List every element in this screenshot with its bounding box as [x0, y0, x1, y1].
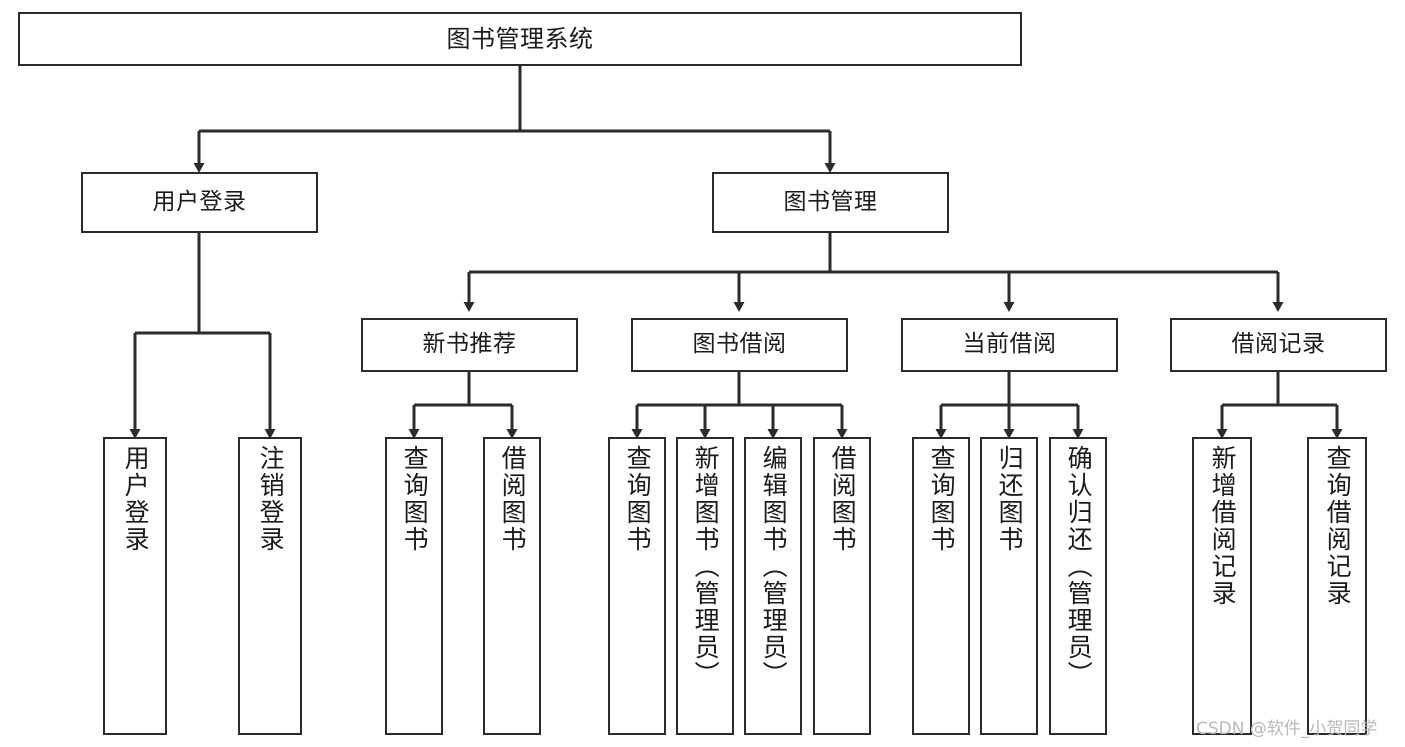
node-leaf-edit-book[interactable]: 编辑图书（管理员）	[744, 437, 802, 735]
node-borrow-record[interactable]: 借阅记录	[1170, 318, 1387, 372]
node-book-borrow[interactable]: 图书借阅	[631, 318, 848, 372]
node-leaf-query-book-2[interactable]: 查询图书	[608, 437, 666, 735]
node-leaf-user-login-label: 用户登录	[121, 445, 151, 553]
node-leaf-query-book-3[interactable]: 查询图书	[912, 437, 970, 735]
node-book-manage[interactable]: 图书管理	[712, 172, 949, 233]
node-leaf-add-record-label: 新增借阅记录	[1208, 445, 1238, 607]
node-leaf-add-book[interactable]: 新增图书（管理员）	[676, 437, 734, 735]
node-leaf-query-record[interactable]: 查询借阅记录	[1307, 437, 1367, 735]
node-book-manage-label: 图书管理	[783, 188, 878, 215]
node-current-borrow-label: 当前借阅	[962, 331, 1057, 358]
node-new-book-rec-label: 新书推荐	[422, 331, 517, 358]
watermark: CSDN @软件_小贺同学	[1196, 719, 1378, 739]
node-leaf-borrow-book-2[interactable]: 借阅图书	[813, 437, 871, 735]
node-leaf-borrow-book-1[interactable]: 借阅图书	[483, 437, 541, 735]
node-leaf-borrow-book-1-label: 借阅图书	[498, 445, 528, 553]
node-new-book-rec[interactable]: 新书推荐	[361, 318, 578, 372]
node-leaf-add-record[interactable]: 新增借阅记录	[1192, 437, 1252, 735]
node-leaf-add-book-label: 新增图书（管理员）	[691, 445, 721, 688]
node-leaf-confirm-return-label: 确认归还（管理员）	[1064, 445, 1094, 688]
node-leaf-return-book-label: 归还图书	[995, 445, 1025, 553]
node-leaf-query-record-label: 查询借阅记录	[1323, 445, 1353, 607]
node-leaf-query-book-1-label: 查询图书	[400, 445, 430, 553]
node-leaf-return-book[interactable]: 归还图书	[980, 437, 1038, 735]
node-leaf-confirm-return[interactable]: 确认归还（管理员）	[1049, 437, 1107, 735]
node-user-login-label: 用户登录	[152, 188, 247, 215]
node-root[interactable]: 图书管理系统	[18, 12, 1022, 66]
node-leaf-query-book-2-label: 查询图书	[623, 445, 653, 553]
node-leaf-user-login[interactable]: 用户登录	[103, 437, 167, 735]
node-leaf-edit-book-label: 编辑图书（管理员）	[759, 445, 789, 688]
node-borrow-record-label: 借阅记录	[1231, 331, 1326, 358]
node-leaf-query-book-1[interactable]: 查询图书	[385, 437, 443, 735]
node-user-login[interactable]: 用户登录	[81, 172, 318, 233]
node-leaf-logout-login-label: 注销登录	[256, 445, 286, 553]
node-current-borrow[interactable]: 当前借阅	[901, 318, 1118, 372]
node-book-borrow-label: 图书借阅	[692, 331, 787, 358]
node-leaf-borrow-book-2-label: 借阅图书	[828, 445, 858, 553]
node-root-label: 图书管理系统	[446, 24, 594, 53]
node-leaf-logout-login[interactable]: 注销登录	[238, 437, 302, 735]
node-leaf-query-book-3-label: 查询图书	[927, 445, 957, 553]
